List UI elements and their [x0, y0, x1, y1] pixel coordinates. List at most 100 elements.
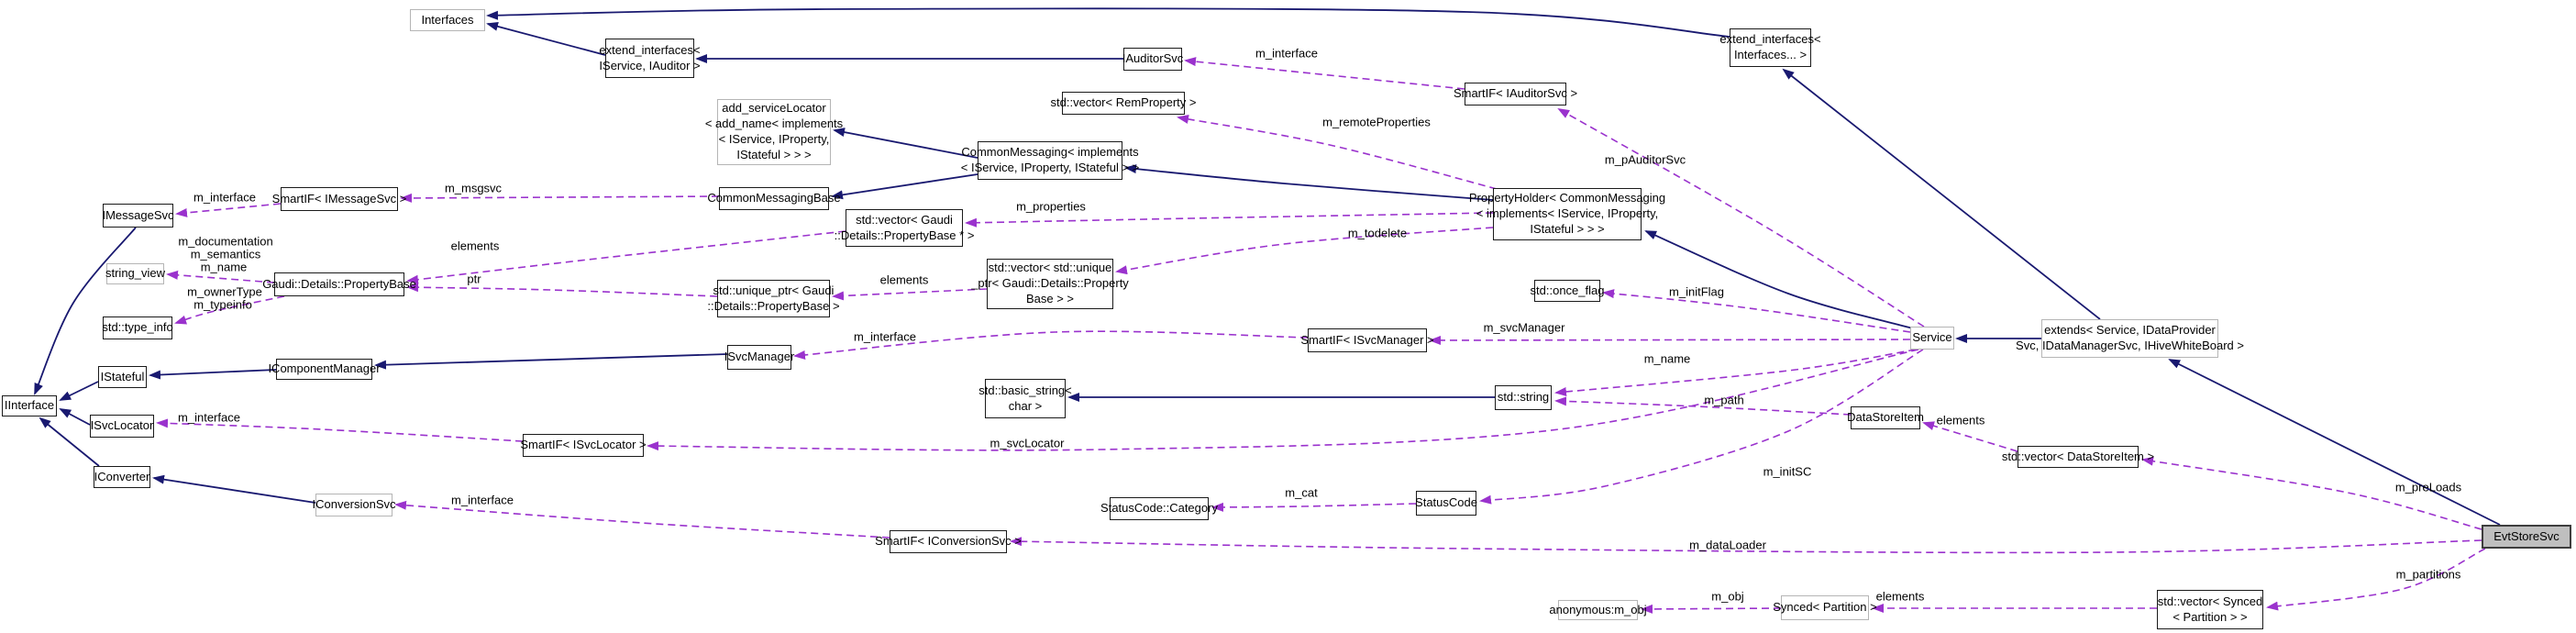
node-iinterface[interactable]: IInterface — [2, 395, 57, 416]
edge-label-elements: elements — [450, 239, 500, 253]
node-icomponentmanager[interactable]: IComponentManager — [268, 359, 381, 380]
node-vector-uniqueptr-propertybase[interactable]: std::vector< std::unique_ptr< Gaudi::Det… — [971, 259, 1129, 309]
edge-label-m_interface: m_interface — [178, 410, 240, 425]
node-smartif-isvclocator[interactable]: SmartIF< ISvcLocator > — [520, 434, 647, 457]
node-once-flag[interactable]: std::once_flag — [1531, 280, 1604, 302]
edge-propertybase-to-type-info — [174, 295, 285, 325]
edge-extend-interfaces-dots-to-interfaces — [486, 7, 1730, 38]
edge-service-to-smartif-isvcmanager — [1429, 335, 1911, 345]
node-label-line: string_view — [105, 266, 166, 281]
edge-label-elements: elements — [1936, 413, 1985, 428]
node-iauditorsvc[interactable]: IAuditorSvc — [1122, 48, 1183, 71]
edge-service-to-statuscode — [1479, 349, 1924, 505]
edge-label-m_initFlag: m_initFlag — [1669, 284, 1724, 299]
edge-istateful-to-iinterface — [59, 381, 99, 401]
node-string-view[interactable]: string_view — [105, 263, 166, 284]
edge-label-m_pAuditorSvc: m_pAuditorSvc — [1604, 152, 1686, 167]
node-propertyholder[interactable]: PropertyHolder< CommonMessaging< impleme… — [1469, 188, 1665, 240]
edge-smartif-iconversionsvc-to-iconversionsvc — [394, 500, 890, 539]
node-extend-interfaces-iservice-iauditor[interactable]: extend_interfaces<IService, IAuditor > — [599, 39, 701, 78]
edge-extends-service-to-extend-interfaces-dots — [1782, 68, 2101, 320]
node-label-line: SmartIF< ISvcLocator > — [520, 438, 647, 452]
node-propertybase[interactable]: Gaudi::Details::PropertyBase — [262, 272, 416, 296]
edge-smartif-isvcmanager-to-isvcmanager — [793, 330, 1309, 360]
node-label-line: ::Details::PropertyBase * > — [834, 228, 975, 242]
node-vector-propertybase-ptr[interactable]: std::vector< Gaudi::Details::PropertyBas… — [835, 209, 974, 247]
node-label-line: std::string — [1497, 390, 1550, 405]
node-synced-partition[interactable]: Synced< Partition > — [1773, 595, 1877, 620]
node-label-line: < IService, IProperty, IStateful > > — [960, 161, 1140, 174]
edge-extend-interfaces-iservice-iauditor-to-interfaces — [486, 21, 606, 56]
edge-evtstoresvc-to-vector-synced-partition — [2266, 548, 2486, 611]
edge-label-m_path: m_path — [1704, 393, 1744, 407]
node-smartif-iauditorsvc[interactable]: SmartIF< IAuditorSvc > — [1454, 83, 1577, 106]
edge-evtstoresvc-to-smartif-iconversionsvc — [1010, 537, 2482, 554]
node-vector-datastoreitem[interactable]: std::vector< DataStoreItem > — [2002, 446, 2154, 468]
node-smartif-iconversionsvc[interactable]: SmartIF< IConversionSvc > — [875, 530, 1022, 553]
edge-smartif-isvclocator-to-isvclocator — [156, 418, 524, 442]
node-iconverter[interactable]: IConverter — [94, 466, 150, 488]
edge-label-m_dataLoader: m_dataLoader — [1689, 538, 1766, 552]
node-label-line: ::Details::PropertyBase > — [707, 298, 840, 313]
node-label-line: IStateful — [100, 369, 145, 383]
node-imessagesvc[interactable]: IMessageSvc — [102, 204, 174, 228]
node-label-line: CommonMessagingBase — [707, 191, 841, 205]
node-istateful[interactable]: IStateful — [98, 366, 147, 388]
edge-label-m_interface: m_interface — [451, 493, 514, 507]
edge-iconversionsvc-to-iconverter — [152, 474, 316, 504]
node-commonmessaging[interactable]: CommonMessaging< implements< IService, I… — [961, 141, 1139, 180]
node-smartif-imessagesvc[interactable]: SmartIF< IMessageSvc > — [272, 187, 406, 211]
node-commonmessagingbase[interactable]: CommonMessagingBase — [707, 187, 841, 210]
node-extend-interfaces-dots[interactable]: extend_interfaces<Interfaces... > — [1719, 28, 1821, 67]
edge-label-m_properties: m_properties — [1016, 199, 1086, 214]
node-anonymous-m-obj[interactable]: anonymous:m_obj — [1549, 600, 1647, 620]
node-label-line: IConverter — [94, 469, 150, 483]
edge-statuscode-to-statuscode-category — [1211, 502, 1417, 512]
node-label-line: IMessageSvc — [102, 207, 174, 222]
node-isvclocator[interactable]: ISvcLocator — [90, 415, 154, 438]
node-label-line: Interfaces... > — [1733, 48, 1808, 61]
node-label-line: IService, IAuditor > — [599, 58, 701, 72]
edge-propertyholder-to-vector-uniqueptr-propertybase — [1115, 227, 1494, 275]
node-label-line: Gaudi::Details::PropertyBase — [262, 276, 416, 291]
node-std-string[interactable]: std::string — [1495, 385, 1552, 410]
node-label-line: std::vector< RemProperty > — [1050, 95, 1197, 110]
node-interfaces[interactable]: Interfaces — [410, 9, 485, 31]
node-isvcmanager[interactable]: ISvcManager — [724, 345, 794, 370]
edge-label-m_preLoads: m_preLoads — [2394, 480, 2462, 494]
node-statuscode-category[interactable]: StatusCode::Category — [1100, 497, 1218, 520]
node-label-line: std::vector< DataStoreItem > — [2001, 449, 2155, 463]
edge-label-m_cat: m_cat — [1285, 485, 1318, 500]
node-uniqueptr-propertybase[interactable]: std::unique_ptr< Gaudi::Details::Propert… — [707, 280, 840, 317]
edge-vector-datastoreitem-to-datastoreitem — [1922, 421, 2018, 452]
edge-service-to-smartif-iauditorsvc — [1557, 108, 1925, 328]
node-label-line: add_serviceLocator — [722, 101, 826, 116]
node-label-line: Synced< Partition > — [1773, 600, 1877, 615]
edge-label-ptr: ptr — [467, 272, 481, 286]
node-vector-synced-partition[interactable]: std::vector< Synced< Partition > > — [2157, 590, 2263, 629]
node-iconversionsvc[interactable]: IConversionSvc — [312, 494, 396, 516]
edge-evtstoresvc-to-extends-service — [2168, 359, 2501, 526]
node-label-line: Base > > — [1025, 291, 1075, 305]
node-vector-remproperty[interactable]: std::vector< RemProperty > — [1051, 92, 1196, 115]
node-add-servicelocator[interactable]: add_serviceLocator< add_name< implements… — [705, 99, 843, 165]
node-statuscode[interactable]: StatusCode — [1415, 491, 1477, 516]
node-label-line: ISvcLocator — [90, 418, 154, 433]
edge-service-to-once-flag — [1602, 289, 1911, 333]
node-basic-string[interactable]: std::basic_string<char > — [978, 379, 1072, 418]
node-datastoreitem[interactable]: DataStoreItem — [1847, 406, 1924, 429]
edge-label-m_ownerType: m_ownerType — [187, 284, 262, 299]
node-label-line: < Partition > > — [2172, 609, 2248, 624]
edge-synced-partition-to-anonymous-m-obj — [1641, 604, 1782, 614]
node-smartif-isvcmanager[interactable]: SmartIF< ISvcManager > — [1300, 328, 1434, 352]
node-label-line: IStateful > > > — [1530, 221, 1605, 236]
node-service[interactable]: Service — [1910, 327, 1954, 350]
edge-label-m_obj: m_obj — [1711, 589, 1744, 604]
edge-commonmessaging-to-add-servicelocator — [833, 128, 978, 159]
node-label-line: DataStoreItem — [1847, 410, 1924, 425]
node-label-line: extend_interfaces< — [1719, 32, 1821, 47]
node-label-line: Svc, IDataManagerSvc, IHiveWhiteBoard > — [2016, 339, 2244, 352]
node-type-info[interactable]: std::type_info — [102, 316, 173, 339]
node-label-line: IStateful > > > — [736, 147, 812, 161]
